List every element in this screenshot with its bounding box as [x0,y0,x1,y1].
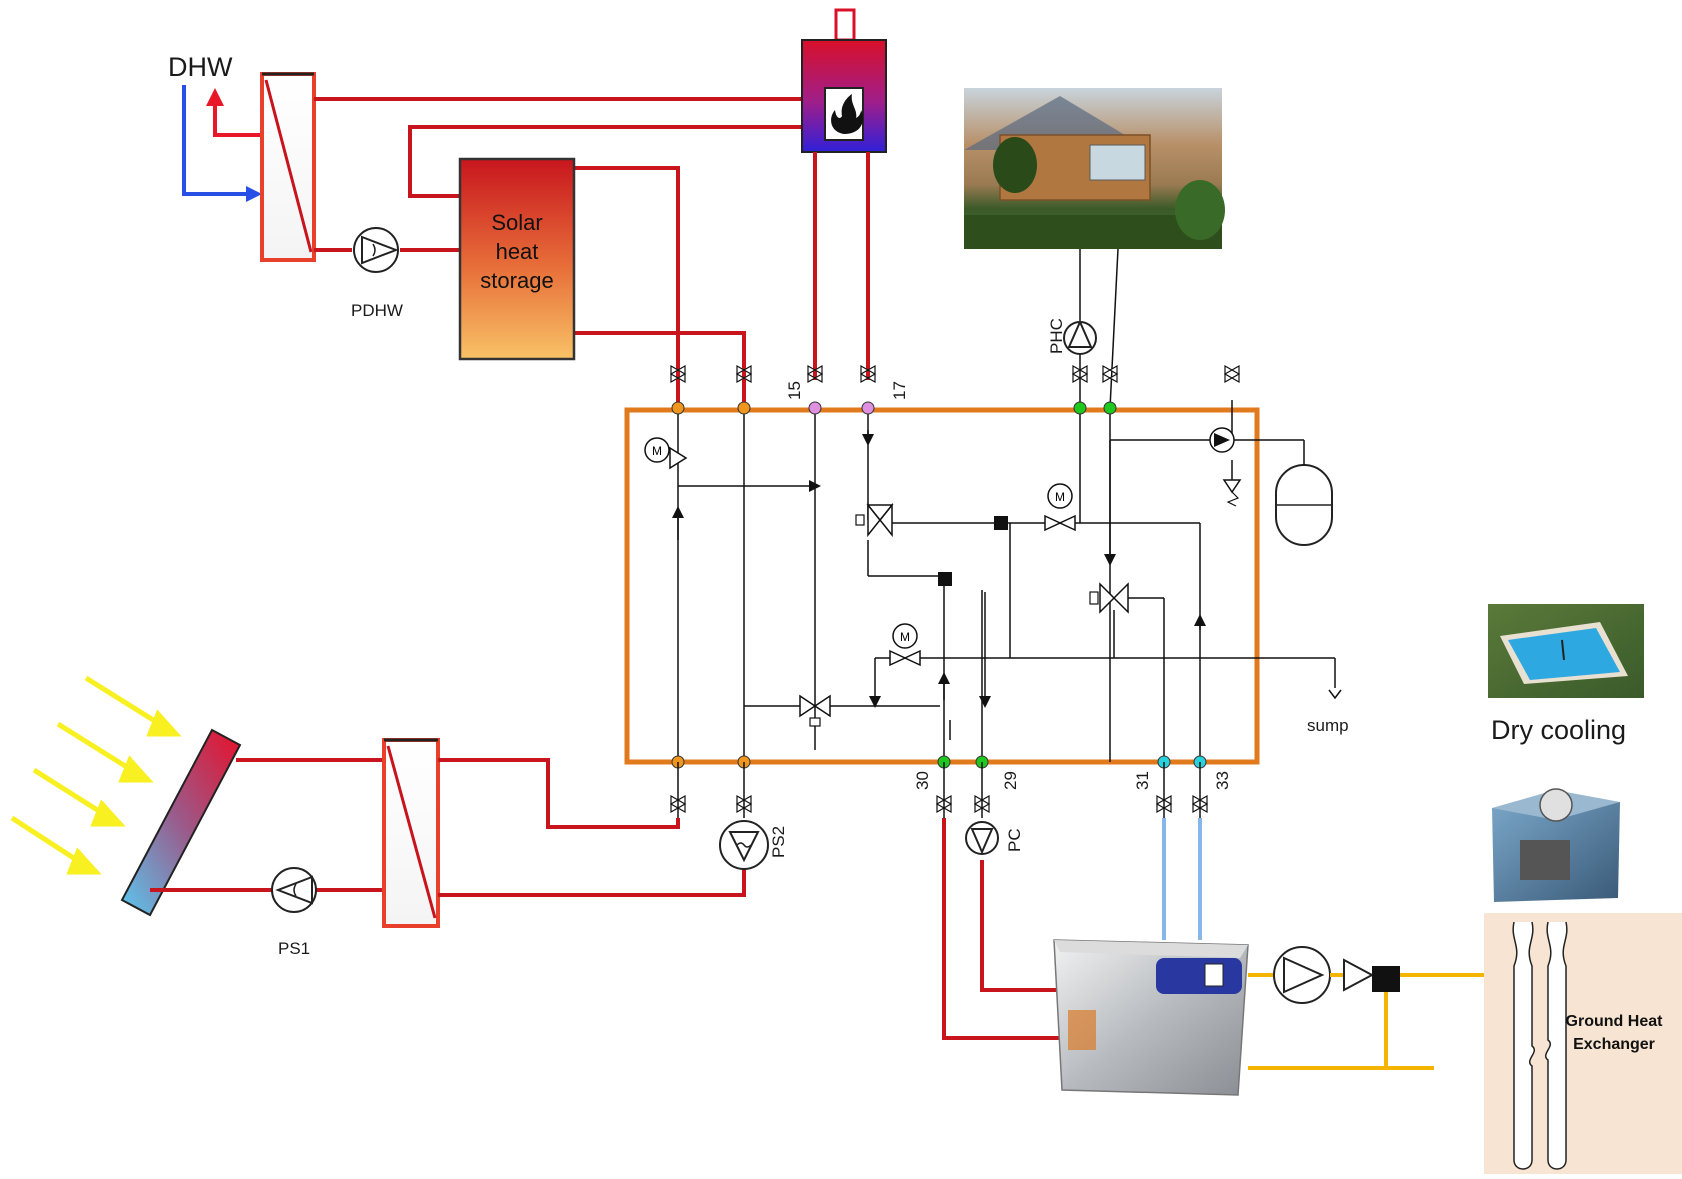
port-29-label: 29 [1001,771,1020,790]
ground-heat-exchanger: Ground Heat Exchanger [1484,913,1682,1174]
ghx-label-line2: Exchanger [1573,1036,1655,1053]
dhw-hot-arrow [206,88,224,106]
solar-heat-storage-tank: Solar heat storage [460,159,574,359]
ground-loop-valve[interactable] [1344,960,1400,992]
pc-label: PC [1005,828,1024,852]
house-photo [964,88,1225,249]
ground-loop-pump[interactable] [1274,947,1330,1003]
pdhw-label: PDHW [351,301,403,320]
storage-label-line3: storage [480,268,553,293]
pipe-port30-to-heatpump [944,818,1060,1038]
ps1-label: PS1 [278,939,310,958]
pipe-storage-bottom-out [574,333,744,408]
port-17-label: 17 [890,381,909,400]
dhw-heat-exchanger [262,74,314,260]
top-valves[interactable] [671,366,1239,382]
ghx-label-line1: Ground Heat [1566,1013,1664,1030]
motor-label-2: M [1055,490,1065,504]
port-15-label: 15 [785,381,804,400]
motor-valve-lower[interactable]: M [890,624,920,665]
motor-label-1: M [652,444,662,458]
safety-valve [1224,480,1240,506]
pool-photo [1488,604,1644,698]
dhw-label: DHW [168,52,233,82]
three-way-valve-right[interactable] [1090,584,1128,612]
phc-pump[interactable] [1064,322,1096,354]
pdhw-pump[interactable] [354,228,398,272]
storage-label-line1: Solar [491,210,542,235]
ps2-label: PS2 [769,826,788,858]
port-30-label: 30 [913,771,932,790]
storage-label-line2: heat [496,239,539,264]
pipe-pc-to-heatpump [982,860,1060,990]
pipe-storage-top-out [574,168,678,408]
pc-pump[interactable] [966,822,998,854]
solar-collector [122,730,240,915]
pipe-hx-to-module [438,760,678,827]
ps2-pump[interactable] [720,821,768,869]
expansion-vessel [1276,465,1332,545]
pipe-house-return [1110,249,1118,408]
heat-pump-unit [1054,940,1248,1095]
bottom-valves[interactable] [671,796,1207,812]
sump-icon [1329,690,1341,698]
motor-label-3: M [900,630,910,644]
dhw-cold-arrow [246,186,262,202]
pipe-ps2-to-hx [438,868,744,895]
three-way-valve-upper[interactable] [856,505,892,535]
phc-label: PHC [1047,318,1066,354]
boiler [802,10,886,152]
dry-cooling-label: Dry cooling [1491,715,1626,745]
internal-piping [678,400,1335,762]
ps1-pump[interactable] [272,868,316,912]
dry-cooler-tower [1492,789,1620,902]
motor-valve-left[interactable]: M [645,438,686,468]
motor-valve-center[interactable]: M [1045,484,1075,530]
port-31-label: 31 [1133,771,1152,790]
solar-heat-exchanger [384,740,438,926]
check-valves [938,516,1008,586]
port-33-label: 33 [1213,771,1232,790]
sump-label: sump [1307,716,1349,735]
dhw-group: DHW [168,52,262,202]
circulation-pump-internal[interactable] [1210,428,1234,452]
